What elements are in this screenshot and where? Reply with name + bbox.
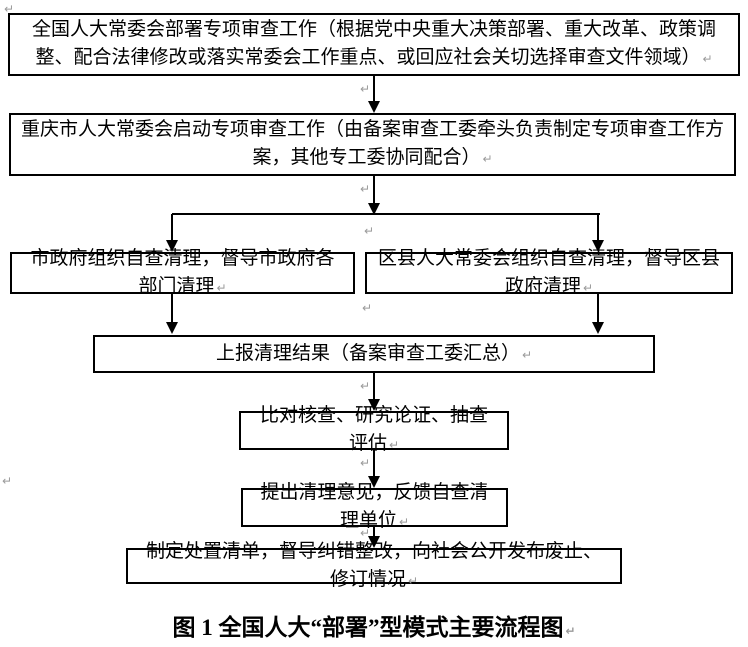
- paragraph-mark-icon: ↵: [388, 438, 400, 452]
- connector-line: [373, 450, 375, 477]
- node-text: 提出清理意见，反馈自查清理单位: [260, 482, 489, 531]
- connector-line: [597, 214, 599, 241]
- arrow-down-icon: [592, 240, 604, 252]
- paragraph-mark-icon: ↵: [582, 280, 594, 295]
- paragraph-mark-icon: ↵: [360, 182, 371, 196]
- node-text: 区县人大常委会组织自查清理，督导区县政府清理: [377, 247, 720, 297]
- paragraph-mark-icon: ↵: [482, 152, 493, 166]
- connector-line: [373, 527, 375, 537]
- connector-line: [597, 294, 599, 323]
- paragraph-mark-icon: ↵: [216, 280, 227, 295]
- node-text: 重庆市人大常委会启动专项审查工作（由备案审查工委牵头负责制定专项审查工作方案，其…: [21, 119, 725, 168]
- figure-caption: 图 1 全国人大“部署”型模式主要流程图↵: [0, 608, 748, 642]
- paragraph-mark-icon: ↵: [362, 301, 373, 315]
- paragraph-mark-icon: ↵: [521, 347, 533, 362]
- node-report-clean-results: 上报清理结果（备案审查工委汇总）↵: [93, 335, 655, 373]
- arrow-down-icon: [166, 322, 178, 334]
- node-disposal-list-publish: 制定处置清单，督导纠错整改，向社会公开发布废止、修订情况↵: [126, 541, 622, 590]
- node-district-npc-self-clean: 区县人大常委会组织自查清理，督导区县政府清理↵: [365, 248, 733, 297]
- paragraph-mark-icon: ↵: [360, 456, 371, 470]
- paragraph-mark-icon: ↵: [2, 474, 13, 488]
- connector-line: [171, 214, 173, 241]
- paragraph-mark-icon: ↵: [360, 82, 371, 96]
- arrow-down-icon: [166, 240, 178, 252]
- paragraph-mark-icon: ↵: [565, 624, 576, 638]
- node-text: 全国人大常委会部署专项审查工作（根据党中央重大决策部署、重大改革、政策调整、配合…: [31, 19, 716, 68]
- node-propose-feedback: 提出清理意见，反馈自查清理单位↵: [241, 482, 508, 531]
- node-text: 比对核查、研究论证、抽查评估: [259, 405, 488, 454]
- paragraph-mark-icon: ↵: [360, 379, 371, 393]
- arrow-down-icon: [368, 399, 380, 411]
- node-chongqing-start-review: 重庆市人大常委会启动专项审查工作（由备案审查工委牵头负责制定专项审查工作方案，其…: [9, 113, 736, 176]
- paragraph-mark-icon: ↵: [364, 224, 375, 238]
- node-text: 上报清理结果（备案审查工委汇总）: [215, 342, 520, 364]
- paragraph-mark-icon: ↵: [407, 573, 419, 588]
- arrow-down-icon: [368, 203, 380, 215]
- connector-line: [373, 373, 375, 400]
- paragraph-mark-icon: ↵: [398, 515, 410, 529]
- paragraph-mark-icon: ↵: [360, 526, 371, 540]
- connector-line: [171, 294, 173, 323]
- arrow-down-icon: [368, 476, 380, 488]
- paragraph-mark-icon: ↵: [702, 52, 713, 66]
- node-city-gov-self-clean: 市政府组织自查清理，督导市政府各部门清理↵: [10, 248, 355, 297]
- connector-line: [373, 176, 375, 204]
- arrow-down-icon: [368, 536, 380, 548]
- node-npc-deploy-review: 全国人大常委会部署专项审查工作（根据党中央重大决策部署、重大改革、政策调整、配合…: [8, 13, 740, 76]
- paragraph-mark-icon: ↵: [4, 2, 15, 16]
- connector-line: [373, 76, 375, 103]
- node-text: 制定处置清单，督导纠错整改，向社会公开发布废止、修订情况: [145, 540, 602, 590]
- node-text: 市政府组织自查清理，督导市政府各部门清理: [30, 247, 335, 297]
- branch-line: [172, 213, 600, 215]
- node-compare-verify-evaluate: 比对核查、研究论证、抽查评估↵: [239, 405, 509, 454]
- arrow-down-icon: [592, 322, 604, 334]
- arrow-down-icon: [368, 101, 380, 113]
- figure-caption-text: 图 1 全国人大“部署”型模式主要流程图: [172, 615, 564, 640]
